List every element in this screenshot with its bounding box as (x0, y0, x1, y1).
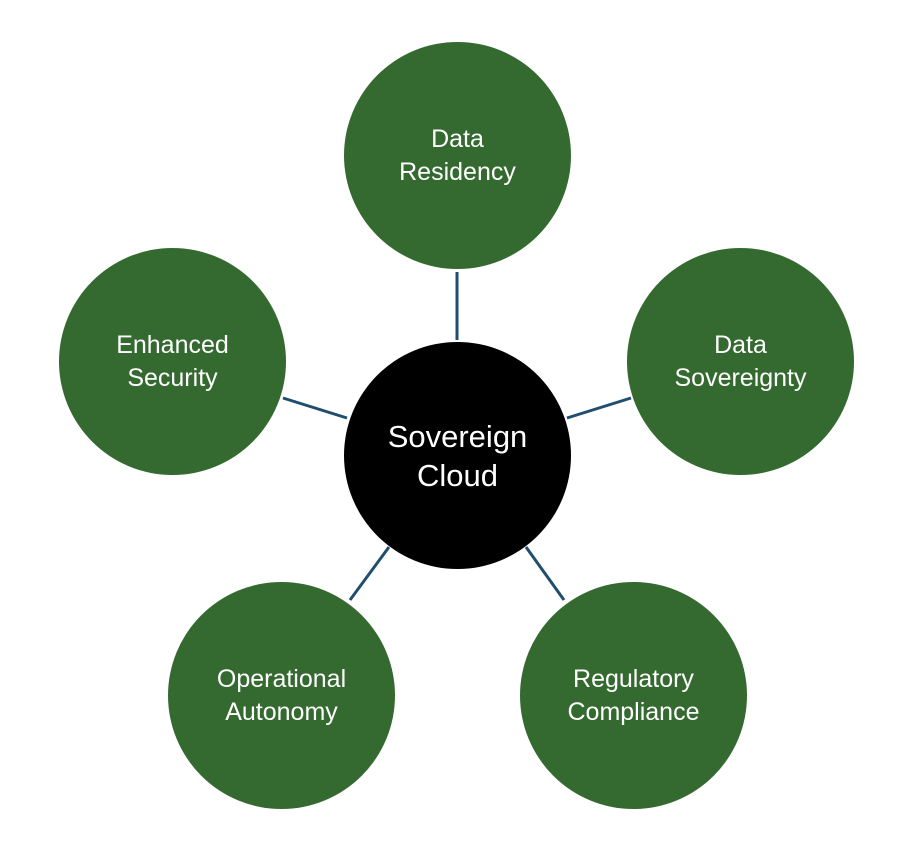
node-label-line1: Regulatory (573, 664, 694, 693)
node-label-line2: Compliance (567, 697, 700, 726)
node-label-line2: Residency (399, 157, 516, 186)
node-label: Data Sovereignty (674, 329, 806, 395)
node-label: Regulatory Compliance (567, 663, 699, 729)
node-operational-autonomy: Operational Autonomy (168, 582, 395, 809)
center-label-line1: Sovereign (387, 418, 528, 454)
node-label-line1: Operational (216, 664, 347, 693)
node-enhanced-security: Enhanced Security (59, 248, 286, 475)
node-label-line2: Security (127, 363, 218, 392)
node-label-line1: Data (714, 330, 767, 359)
node-regulatory-compliance: Regulatory Compliance (520, 582, 747, 809)
center-node-sovereign-cloud: Sovereign Cloud (344, 342, 571, 569)
node-label: Enhanced Security (116, 329, 229, 395)
center-label-line2: Cloud (417, 457, 498, 493)
node-label-line2: Autonomy (225, 697, 338, 726)
center-label: Sovereign Cloud (388, 417, 528, 495)
node-label: Data Residency (399, 123, 516, 189)
connector-regulatory-compliance (524, 546, 566, 601)
connector-enhanced-security (282, 396, 348, 420)
connector-operational-autonomy (348, 546, 391, 601)
node-label-line1: Data (431, 124, 484, 153)
node-data-residency: Data Residency (344, 42, 571, 269)
node-data-sovereignty: Data Sovereignty (627, 248, 854, 475)
connector-data-sovereignty (566, 396, 632, 420)
node-label: Operational Autonomy (217, 663, 346, 729)
node-label-line2: Sovereignty (674, 363, 807, 392)
node-label-line1: Enhanced (116, 330, 229, 359)
